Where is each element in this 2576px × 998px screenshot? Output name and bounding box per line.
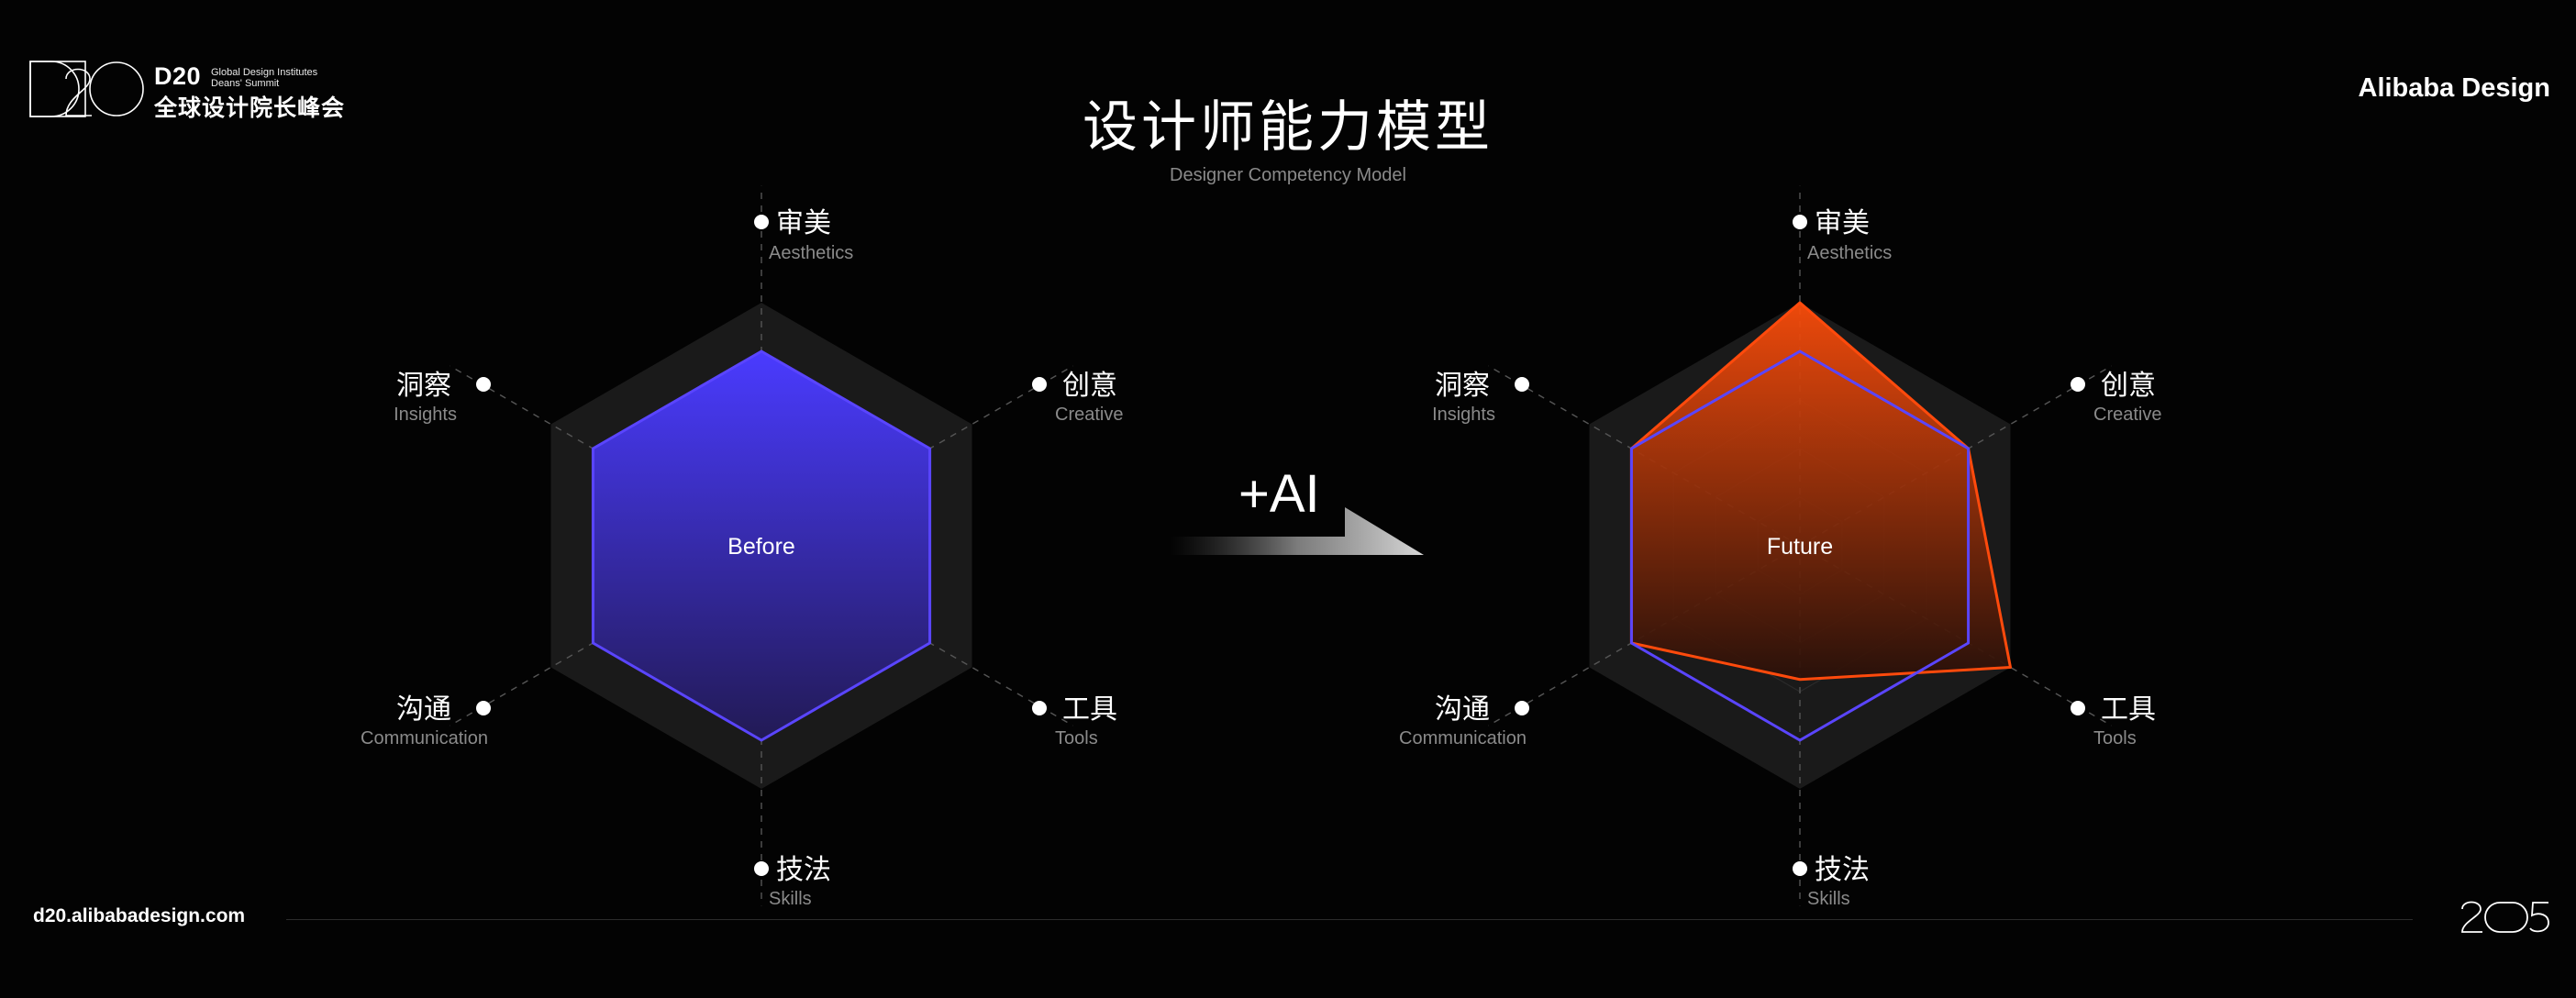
ai-label: +AI (1238, 464, 1320, 524)
radar-series-before (591, 349, 932, 742)
axis-sublabel-communication: Communication (361, 728, 488, 748)
axis-dot-aesthetics (754, 215, 769, 229)
axis-dot-skills (754, 861, 769, 876)
axis-dot-aesthetics (1793, 215, 1807, 229)
axis-sublabel-skills: Skills (1807, 889, 1850, 909)
axis-sublabel-insights: Insights (394, 405, 457, 425)
axis-sublabel-skills: Skills (769, 889, 812, 909)
axis-sublabel-tools: Tools (2093, 728, 2137, 748)
logo-d20-text: D20 (154, 62, 202, 90)
axis-label-insights: 洞察 (1435, 370, 1490, 402)
axis-sublabel-tools: Tools (1055, 728, 1098, 748)
axis-label-aesthetics: 审美 (1815, 207, 1870, 239)
axis-dot-insights (1515, 377, 1529, 392)
logo-english-name: Global Design Institutes Deans' Summit (211, 67, 317, 89)
axis-sublabel-communication: Communication (1399, 728, 1527, 748)
axis-sublabel-creative: Creative (2093, 405, 2161, 425)
axis-label-tools: 工具 (2101, 693, 2156, 726)
axis-sublabel-creative: Creative (1055, 405, 1123, 425)
logo-english-line1: Global Design Institutes (211, 67, 318, 78)
axis-dot-communication (476, 701, 491, 715)
axis-label-communication: 沟通 (1435, 693, 1490, 726)
page-subtitle: Designer Competency Model (1170, 165, 1406, 185)
axis-dot-creative (2071, 377, 2085, 392)
logo-english-line2: Deans' Summit (211, 78, 280, 89)
axis-label-communication: 沟通 (396, 693, 451, 726)
axis-label-creative: 创意 (2101, 370, 2156, 402)
d20-logo (29, 61, 144, 117)
ai-arrow-icon (1171, 507, 1424, 555)
axis-label-insights: 洞察 (396, 370, 451, 402)
footer-divider (286, 919, 2413, 920)
year-2025-mark (2461, 901, 2549, 933)
footer-url: d20.alibabadesign.com (33, 905, 246, 926)
brand-name: Alibaba Design (2358, 73, 2551, 103)
axis-sublabel-aesthetics: Aesthetics (769, 243, 853, 263)
axis-dot-tools (2071, 701, 2085, 715)
axis-label-aesthetics: 审美 (776, 207, 831, 239)
axis-dot-insights (476, 377, 491, 392)
radar-series-future (1629, 301, 2012, 682)
axis-label-skills: 技法 (776, 854, 831, 886)
page-title: 设计师能力模型 (1083, 95, 1493, 160)
axis-dot-creative (1032, 377, 1047, 392)
axis-dot-communication (1515, 701, 1529, 715)
axis-dot-tools (1032, 701, 1047, 715)
radar-series-before-outline (1629, 349, 1971, 742)
axis-dot-skills (1793, 861, 1807, 876)
radar-center-label: Future (1767, 534, 1833, 560)
logo-chinese-name: 全球设计院长峰会 (154, 94, 346, 121)
axis-label-skills: 技法 (1815, 854, 1870, 886)
axis-sublabel-insights: Insights (1432, 405, 1495, 425)
radar-center-label: Before (727, 534, 795, 560)
axis-label-creative: 创意 (1062, 370, 1117, 402)
axis-label-tools: 工具 (1062, 693, 1117, 726)
axis-sublabel-aesthetics: Aesthetics (1807, 243, 1892, 263)
